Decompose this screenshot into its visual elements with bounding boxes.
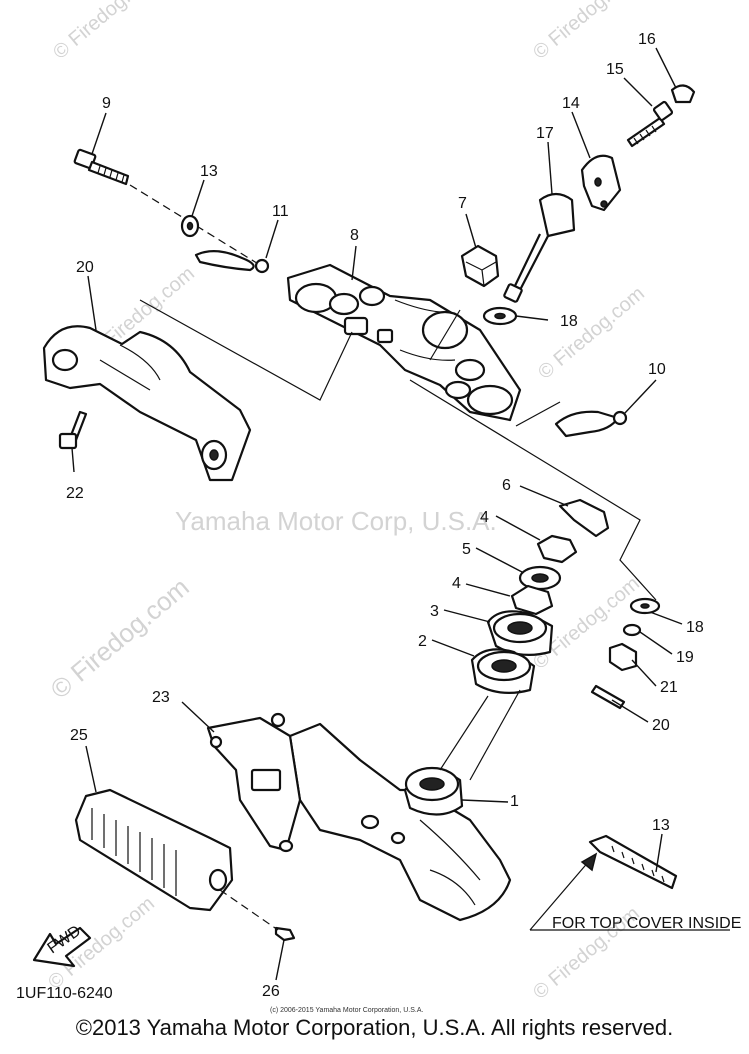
top-cover-note: FOR TOP COVER INSIDE [552, 915, 741, 932]
label-part-18-upper: 18 [560, 313, 578, 330]
top-cover-note-bracket [529, 859, 730, 931]
label-part-12: 13 [652, 817, 670, 834]
label-part-23: 23 [152, 689, 170, 706]
leader-lines [71, 47, 683, 981]
part-24-bolt [58, 410, 88, 450]
part-4-nut-upper [536, 534, 578, 564]
label-part-1: 1 [510, 793, 519, 810]
label-part-8: 8 [350, 227, 359, 244]
label-part-26: 26 [262, 983, 280, 1000]
watermark-site-4: © Firedog.com [534, 282, 649, 383]
label-part-21: 20 [652, 717, 670, 734]
part-8-upper-bracket [286, 263, 522, 422]
part-6-tab [558, 498, 610, 538]
part-14-cap [580, 154, 622, 212]
label-part-15: 15 [606, 61, 624, 78]
label-part-5: 5 [462, 541, 471, 558]
part-25-cover [74, 788, 234, 912]
watermark-site-2: © Firedog.com [529, 0, 644, 64]
part-10-clip [554, 410, 628, 438]
label-part-7: 7 [458, 195, 467, 212]
label-part-10: 10 [648, 361, 666, 378]
label-part-24: 22 [66, 485, 84, 502]
label-part-4-lower: 4 [452, 575, 461, 592]
part-3-bearing [486, 610, 554, 657]
label-part-16: 16 [638, 31, 656, 48]
part-1-steering-stem [288, 722, 512, 922]
part-15-bolt [626, 100, 674, 148]
watermark-center: Yamaha Motor Corp, U.S.A. [175, 506, 497, 536]
part-9-bolt [73, 148, 130, 186]
part-26-screw [274, 926, 296, 942]
part-20-nut [608, 642, 638, 672]
label-part-3: 3 [430, 603, 439, 620]
label-part-11: 11 [272, 203, 289, 220]
diagram-code: 1UF110-6240 [16, 985, 113, 1002]
label-part-18-lower: 18 [686, 619, 704, 636]
footer-copyright: ©2013 Yamaha Motor Corporation, U.S.A. A… [75, 1015, 674, 1040]
label-part-22: 20 [76, 259, 94, 276]
part-22-lower-cover [42, 325, 252, 482]
label-part-9: 9 [102, 95, 111, 112]
label-part-19: 19 [676, 649, 694, 666]
part-12-tie-strap [588, 834, 678, 890]
part-11-clip [194, 250, 270, 274]
part-17-holder [503, 192, 576, 303]
label-part-14: 14 [562, 95, 580, 112]
fwd-arrow-icon [32, 926, 92, 968]
label-part-17: 17 [536, 125, 554, 142]
label-part-20: 21 [660, 679, 678, 696]
part-7-nut [460, 244, 500, 288]
part-23-bracket [206, 712, 302, 853]
assembly-lines [139, 299, 657, 781]
label-part-13: 13 [200, 163, 218, 180]
label-part-6: 6 [502, 477, 511, 494]
part-4-nut-lower [510, 584, 554, 616]
small-copyright: (c) 2006-2015 Yamaha Motor Corporation, … [270, 1007, 423, 1014]
part-labels: 9 13 11 8 7 17 14 15 16 18 10 20 22 6 4 … [66, 31, 704, 1000]
label-part-25: 25 [70, 727, 88, 744]
label-part-4-upper: 4 [480, 509, 489, 526]
part-2-bearing [470, 648, 536, 695]
dash-line-26 [219, 889, 279, 931]
label-part-2: 2 [418, 633, 427, 650]
part-19-spring-washer [622, 623, 642, 637]
watermark-site-5: © Firedog.com [45, 572, 195, 705]
watermark-site-1: © Firedog.com [49, 0, 164, 64]
